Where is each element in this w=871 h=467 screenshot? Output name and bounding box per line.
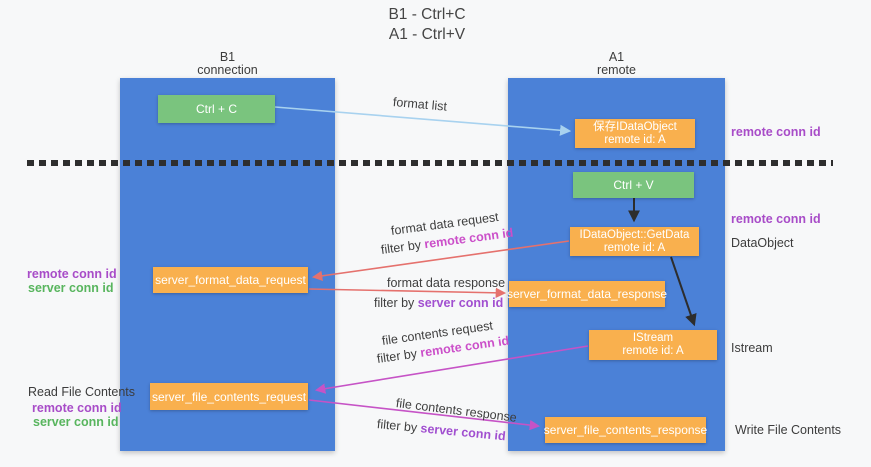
filter-by-text: filter by bbox=[376, 417, 422, 436]
server-format-data-response-label: server_format_data_response bbox=[506, 287, 668, 301]
write-file-contents-label: Write File Contents bbox=[735, 423, 842, 437]
getdata-line2: remote id: A bbox=[603, 241, 666, 254]
server-file-contents-request-label: server_file_contents_request bbox=[151, 389, 307, 404]
server-file-contents-request-node: server_file_contents_request bbox=[150, 383, 308, 410]
istream-line1: IStream bbox=[632, 332, 674, 344]
format-data-response-label: format data response bbox=[387, 276, 506, 290]
server-file-contents-response-node: server_file_contents_response bbox=[543, 417, 708, 443]
server-format-data-response-node: server_format_data_response bbox=[506, 281, 668, 307]
getdata-line1: IDataObject::GetData bbox=[579, 228, 690, 241]
left-mid-remote-conn-id-label: remote conn id bbox=[27, 267, 117, 281]
filter-by-text: filter by bbox=[380, 237, 426, 257]
server-format-data-request-label: server_format_data_request bbox=[155, 273, 306, 287]
lane-b1-role: connection bbox=[197, 63, 258, 77]
server-conn-id-highlight: server conn id bbox=[419, 421, 507, 444]
format-list-label: format list bbox=[392, 95, 448, 114]
lane-header-a1: A1 remote bbox=[508, 51, 725, 77]
right-mid-remote-conn-id-label: remote conn id bbox=[731, 212, 821, 226]
istream-side-label: Istream bbox=[731, 341, 773, 355]
remote-boundary-dashed-line bbox=[27, 160, 833, 166]
server-file-contents-response-label: server_file_contents_response bbox=[543, 423, 708, 437]
left-bot-server-conn-id-label: server conn id bbox=[33, 415, 119, 429]
filter-by-text: filter by bbox=[376, 345, 422, 366]
save-dataobject-line2: remote id: A bbox=[604, 133, 666, 146]
server-conn-id-highlight: server conn id bbox=[417, 296, 504, 310]
left-mid-server-conn-id-label: server conn id bbox=[28, 281, 114, 295]
getdata-node: IDataObject::GetData remote id: A bbox=[570, 227, 699, 256]
dataobject-label: DataObject bbox=[731, 236, 794, 250]
ctrl-c-node: Ctrl + C bbox=[158, 95, 275, 123]
title-line-2: A1 - Ctrl+V bbox=[388, 26, 466, 43]
lane-header-b1: B1 connection bbox=[120, 51, 335, 77]
server-format-data-request-node: server_format_data_request bbox=[153, 267, 308, 293]
title-line-1: B1 - Ctrl+C bbox=[388, 6, 466, 23]
read-file-contents-label: Read File Contents bbox=[28, 385, 136, 399]
lane-b1-name: B1 bbox=[219, 50, 236, 64]
istream-line2: remote id: A bbox=[622, 345, 684, 357]
save-dataobject-node: 保存IDataObject remote id: A bbox=[575, 119, 695, 148]
lane-a1-name: A1 bbox=[608, 50, 625, 64]
ctrl-v-node: Ctrl + V bbox=[573, 172, 694, 198]
format-data-response-filter-label: filter by server conn id bbox=[374, 296, 503, 310]
ctrl-c-label: Ctrl + C bbox=[195, 102, 237, 116]
left-bot-remote-conn-id-label: remote conn id bbox=[32, 401, 122, 415]
diagram-title: B1 - Ctrl+C A1 - Ctrl+V bbox=[0, 5, 854, 45]
ctrl-v-label: Ctrl + V bbox=[613, 178, 654, 192]
save-dataobject-line1: 保存IDataObject bbox=[593, 120, 677, 133]
filter-by-text: filter by bbox=[374, 296, 418, 310]
istream-node: IStream remote id: A bbox=[589, 330, 717, 360]
lane-a1-role: remote bbox=[597, 63, 636, 77]
right-top-remote-conn-id-label: remote conn id bbox=[731, 125, 821, 139]
